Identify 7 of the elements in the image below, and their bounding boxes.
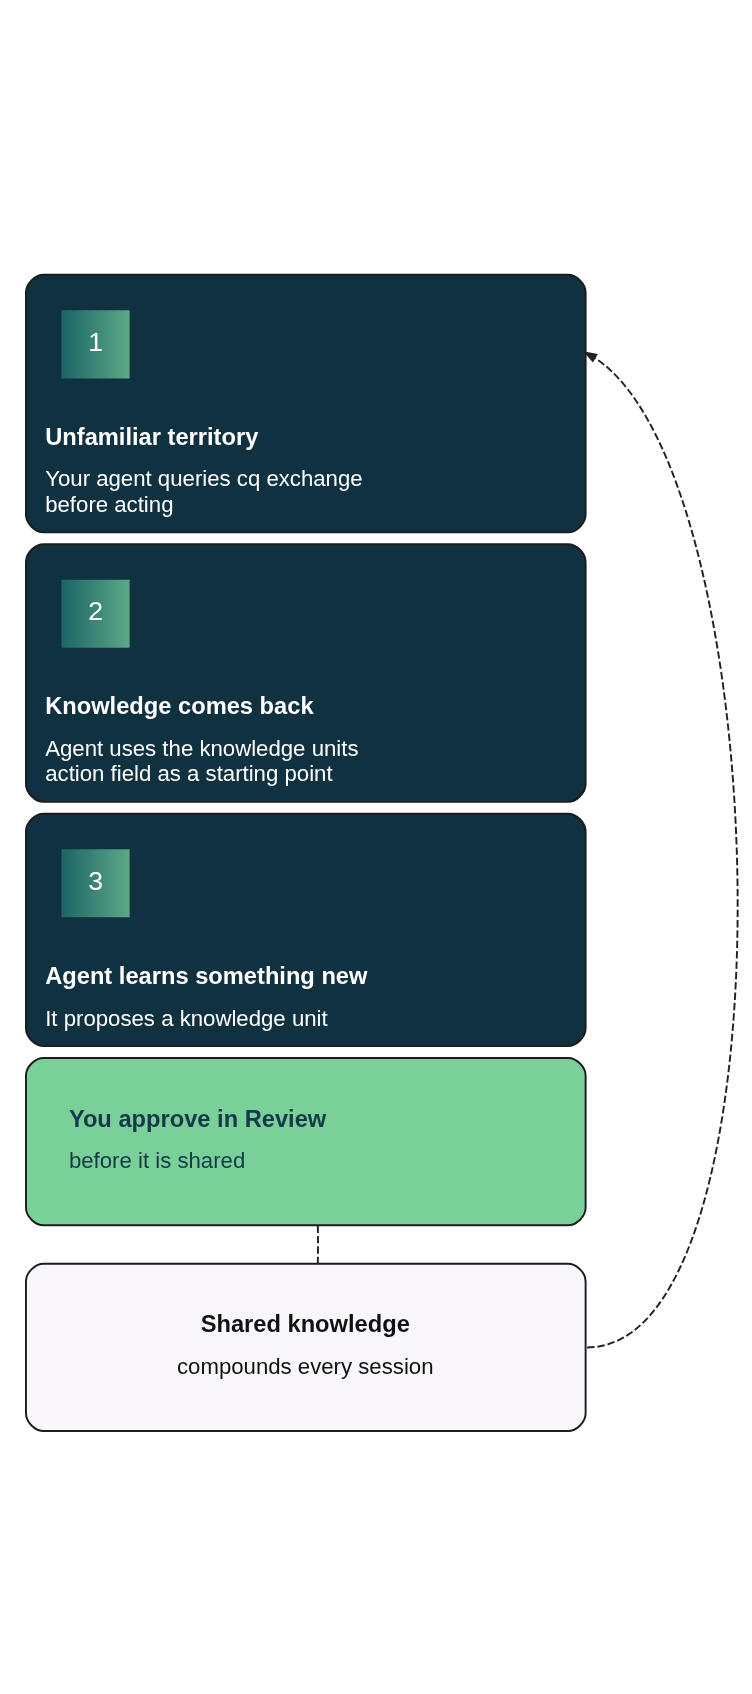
node-box: 3 [61,849,130,918]
node-box: 1 [61,310,130,379]
arrow [583,351,739,1349]
node-box: You approve in Review before it is shared [25,1057,587,1227]
node-box: Shared knowledge compounds every session [25,1262,587,1433]
node-box: 2 [61,579,130,648]
connector [316,1224,319,1265]
